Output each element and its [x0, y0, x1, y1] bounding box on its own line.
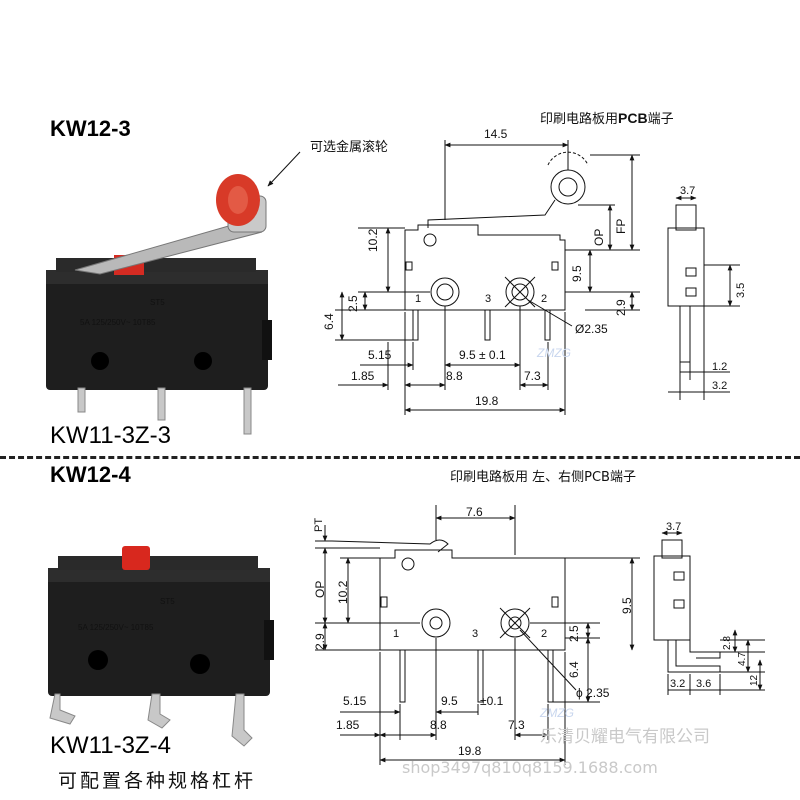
bottom-side-12: 12: [749, 674, 760, 686]
top-front-drawing: [335, 140, 640, 415]
lever-options-caption: 可配置各种规格杠杆: [58, 770, 257, 792]
bottom-variant-label: KW11-3Z-4: [50, 732, 171, 759]
bottom-dim-7.6: 7.6: [466, 505, 483, 519]
bottom-pcb-note: 印刷电路板用 左、右侧PCB端子: [450, 470, 636, 485]
top-terminal-3: 3: [485, 293, 492, 305]
top-dim-10.2: 10.2: [366, 228, 380, 252]
top-terminal-1: 1: [415, 293, 422, 305]
bottom-terminal-1: 1: [393, 628, 400, 640]
top-dim-2.5: 2.5: [346, 295, 360, 312]
top-dim-1.85: 1.85: [351, 369, 375, 383]
bottom-side-4.7: 4.7: [737, 652, 748, 666]
top-side-1.2: 1.2: [712, 361, 728, 373]
top-variant-label: KW11-3Z-3: [50, 422, 171, 449]
top-dim-5.15: 5.15: [368, 348, 392, 362]
bottom-terminal-2: 2: [541, 628, 548, 640]
bottom-dim-5.15: 5.15: [343, 694, 367, 708]
top-dim-2.9: 2.9: [614, 299, 628, 316]
bottom-dim-6.4: 6.4: [567, 661, 581, 678]
top-side-drawing: [667, 195, 740, 400]
bottom-front-dim-lines: [322, 515, 635, 763]
top-front-dim-lines: [338, 142, 635, 413]
bottom-side-2.8: 2.8: [722, 636, 733, 650]
top-dim-6.4: 6.4: [322, 313, 336, 330]
bottom-dim-10.2: 10.2: [336, 580, 350, 604]
bottom-dim-2.9: 2.9: [313, 633, 327, 650]
bottom-side-drawing: [653, 530, 765, 695]
bottom-dim-tol: ±0.1: [480, 694, 504, 708]
top-terminal-2: 2: [541, 293, 548, 305]
company-watermark: 乐清贝耀电气有限公司: [540, 727, 710, 747]
bottom-side-3.7: 3.7: [666, 521, 682, 533]
bottom-switch-photo: ST5 5A 125/250V~ 10T85: [48, 546, 274, 747]
bottom-dim-9.5: 9.5: [441, 694, 458, 708]
bottom-dim-1.85: 1.85: [336, 718, 360, 732]
top-pcb-note-tail: 端子: [647, 112, 674, 127]
shop-url-watermark: shop3497q810q8159.1688.com: [402, 758, 658, 777]
bottom-dim-phi: ϕ 2.35: [576, 686, 610, 700]
top-pcb-note-bold: PCB: [618, 110, 648, 126]
bottom-side-3.2: 3.2: [670, 678, 686, 690]
top-pcb-note-prefix: 印刷电路板用: [540, 112, 619, 127]
top-zmzg-mark: ZMZG: [537, 346, 571, 360]
top-side-3.2: 3.2: [712, 380, 728, 392]
svg-text:5A 125/250V~ 10T85: 5A 125/250V~ 10T85: [78, 623, 154, 632]
top-model-title: KW12-3: [50, 116, 131, 141]
bottom-model-title: KW12-4: [50, 462, 131, 487]
top-side-3.7: 3.7: [680, 185, 696, 197]
top-dim-9.5-vert: 9.5: [570, 265, 584, 282]
top-pcb-note: 印刷电路板用PCB端子: [540, 108, 674, 127]
bottom-dim-8.8: 8.8: [430, 718, 447, 732]
svg-text:ST5: ST5: [150, 298, 165, 307]
bottom-dim-2.5: 2.5: [567, 625, 581, 642]
top-dim-op: OP: [592, 228, 606, 246]
section-divider: [0, 456, 800, 459]
bottom-dim-pt: PT: [313, 517, 325, 532]
top-side-3.5: 3.5: [735, 282, 747, 298]
top-dim-phi: Ø2.35: [575, 322, 608, 336]
bottom-dim-19.8: 19.8: [458, 744, 482, 758]
roller-note-arrow: [267, 151, 301, 187]
bottom-zmzg-mark: ZMZG: [540, 706, 574, 720]
top-dim-19.8: 19.8: [475, 394, 499, 408]
top-dim-14.5: 14.5: [484, 127, 508, 141]
roller-note: 可选金属滚轮: [310, 140, 389, 155]
top-dim-fp: FP: [614, 218, 628, 234]
top-dim-8.8: 8.8: [446, 369, 463, 383]
bottom-dim-7.3: 7.3: [508, 718, 525, 732]
top-dim-9.5-tol: 9.5 ± 0.1: [459, 348, 506, 362]
top-switch-photo: ST5 5A 125/250V~ 10T85: [46, 174, 272, 435]
top-dim-7.3: 7.3: [524, 369, 541, 383]
bottom-dim-op: OP: [313, 580, 327, 598]
bottom-side-3.6: 3.6: [696, 678, 712, 690]
bottom-terminal-3: 3: [472, 628, 479, 640]
bottom-dim-9.5-vert: 9.5: [620, 597, 634, 614]
svg-text:ST5: ST5: [160, 597, 175, 606]
svg-text:5A 125/250V~ 10T85: 5A 125/250V~ 10T85: [80, 318, 156, 327]
